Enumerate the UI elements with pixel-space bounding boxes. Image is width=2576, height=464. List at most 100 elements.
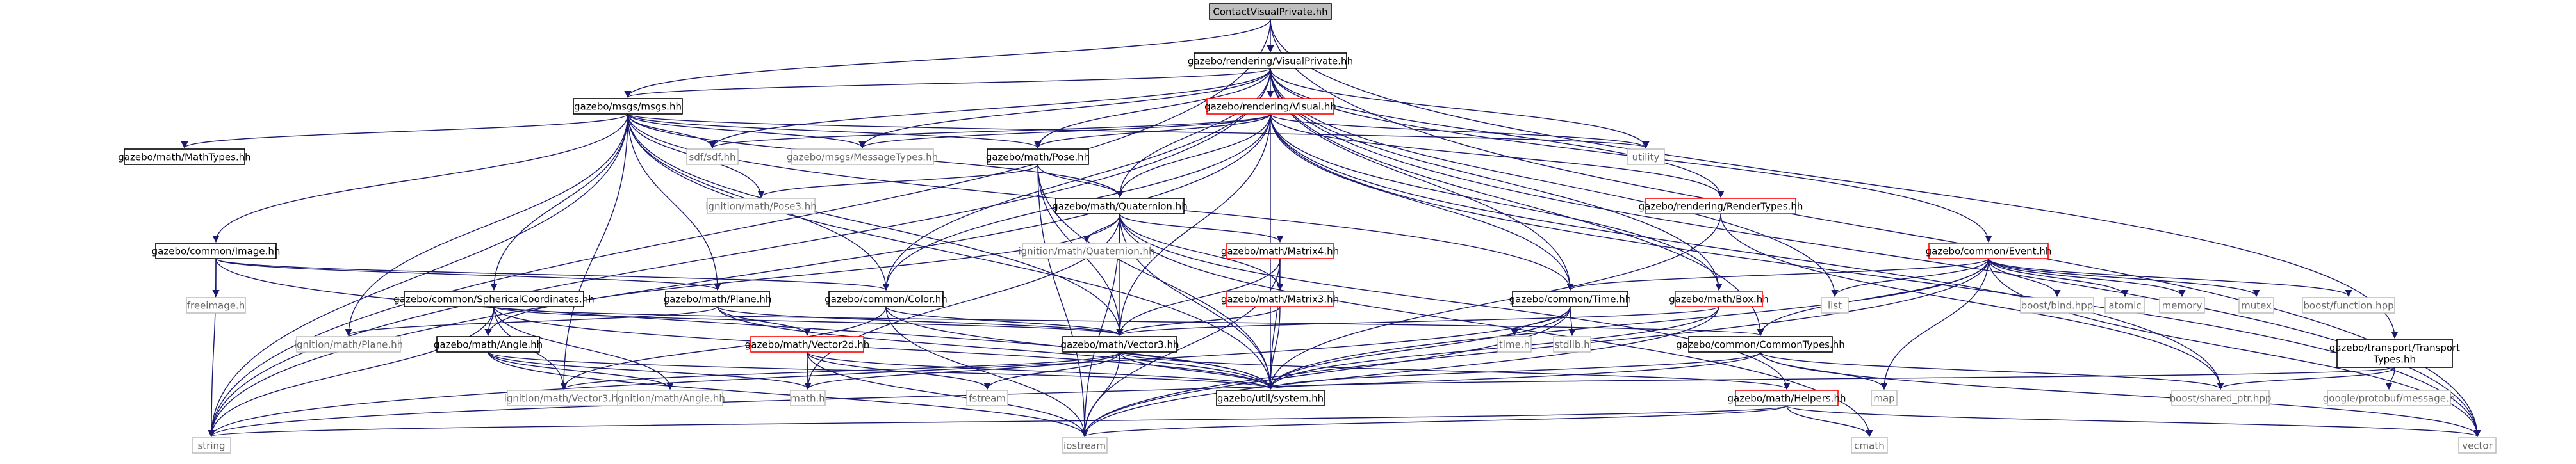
node-stdlib[interactable]: stdlib.h <box>1553 336 1591 353</box>
node-vector[interactable]: vector <box>2458 437 2497 454</box>
edge-vector3-to-fstream <box>983 351 1120 390</box>
node-label-memory: memory <box>2162 300 2203 312</box>
edge-visual-to-quaternion <box>1116 113 1271 198</box>
node-label-iostream: iostream <box>1063 440 1106 452</box>
edge-pose-to-ignpose3 <box>757 164 1038 198</box>
node-helpers[interactable]: gazebo/math/Helpers.hh <box>1727 390 1846 406</box>
node-label-mutex: mutex <box>2241 300 2272 312</box>
node-box-sdf <box>686 148 739 165</box>
node-box[interactable]: gazebo/math/Box.hh <box>1669 291 1769 307</box>
edge-commontypes-to-boostshared <box>1760 351 2224 390</box>
node-rendertypes[interactable]: gazebo/rendering/RenderTypes.hh <box>1639 198 1803 214</box>
node-utility[interactable]: utility <box>1627 148 1665 165</box>
node-msgs[interactable]: gazebo/msgs/msgs.hh <box>573 98 683 115</box>
node-image[interactable]: gazebo/common/Image.hh <box>152 243 281 259</box>
node-boostshared[interactable]: boost/shared_ptr.hpp <box>2170 390 2272 406</box>
node-box-mathtypes <box>124 148 245 165</box>
edge-visualprivate-to-pose <box>1034 68 1271 149</box>
node-plane[interactable]: gazebo/math/Plane.hh <box>664 291 772 307</box>
node-matrix3[interactable]: gazebo/math/Matrix3.hh <box>1221 291 1339 307</box>
node-event[interactable]: gazebo/common/Event.hh <box>1926 243 2052 259</box>
edge-angle-to-mathh <box>488 351 812 390</box>
node-mathh[interactable]: math.h <box>790 390 826 406</box>
edge-commontypes-to-vector <box>1760 351 2481 438</box>
node-ignvector3[interactable]: ignition/math/Vector3.hh <box>504 390 624 406</box>
node-color[interactable]: gazebo/common/Color.hh <box>824 291 948 307</box>
node-visual[interactable]: gazebo/rendering/Visual.hh <box>1204 98 1336 115</box>
edge-vector2d-to-system <box>807 351 1274 390</box>
node-box-pose <box>987 148 1089 165</box>
node-label-boostfunction: boost/function.hpp <box>2303 300 2393 312</box>
node-visualprivate[interactable]: gazebo/rendering/VisualPrivate.hh <box>1188 52 1353 69</box>
edge-image-to-system <box>215 258 1274 390</box>
edge-commontypes-to-map <box>1760 351 1888 390</box>
edge-color-to-ignvector3 <box>560 306 887 390</box>
node-spherical[interactable]: gazebo/common/SphericalCoordinates.hh <box>393 291 595 307</box>
node-box-cmath <box>1851 437 1888 454</box>
edge-transporttypes-to-protobuf <box>2385 367 2395 390</box>
edge-visualprivate-to-utility <box>1270 68 1650 149</box>
node-iostream[interactable]: iostream <box>1062 437 1108 454</box>
node-box-spherical <box>404 291 584 307</box>
node-boostfunction[interactable]: boost/function.hpp <box>2302 297 2395 314</box>
node-protobuf[interactable]: google/protobuf/message.h <box>2323 390 2456 406</box>
node-box-color <box>828 291 944 307</box>
node-system[interactable]: gazebo/util/system.hh <box>1216 390 1325 406</box>
node-box-fstream <box>966 390 1008 406</box>
edge-vector3-to-mathh <box>804 351 1120 390</box>
edge-box-to-vector3 <box>1116 306 1719 337</box>
node-mutex[interactable]: mutex <box>2238 297 2274 314</box>
node-freeimage[interactable]: freeimage.h <box>186 297 246 314</box>
node-cmath[interactable]: cmath <box>1851 437 1888 454</box>
node-atomic[interactable]: atomic <box>2104 297 2145 314</box>
edge-color-to-iostream <box>885 306 1088 438</box>
edge-visual-to-pose <box>1034 113 1271 149</box>
node-ignplane[interactable]: ignition/math/Plane.hh <box>294 336 403 353</box>
edges-layer <box>181 19 2481 438</box>
node-fstream[interactable]: fstream <box>966 390 1008 406</box>
node-string[interactable]: string <box>192 437 231 454</box>
edge-pose-to-system <box>1037 164 1274 390</box>
node-label-vector3: gazebo/math/Vector3.hh <box>1061 339 1179 351</box>
edge-angle-to-system <box>488 351 1274 390</box>
node-quaternion[interactable]: gazebo/math/Quaternion.hh <box>1052 198 1188 214</box>
node-sdf[interactable]: sdf/sdf.hh <box>686 148 739 165</box>
edge-image-to-string <box>208 258 217 438</box>
node-mathtypes[interactable]: gazebo/math/MathTypes.hh <box>118 148 251 165</box>
edge-msgs-to-spherical <box>490 113 628 291</box>
node-matrix4[interactable]: gazebo/math/Matrix4.hh <box>1221 243 1339 259</box>
edge-helpers-to-cmath <box>1786 405 1873 438</box>
node-map[interactable]: map <box>1871 390 1898 406</box>
node-label-plane: gazebo/math/Plane.hh <box>664 294 772 305</box>
node-ignpose3[interactable]: ignition/math/Pose3.hh <box>705 198 817 214</box>
edge-quaternion-to-matrix4 <box>1119 213 1284 243</box>
edge-commontypes-to-system <box>1267 351 1761 390</box>
node-list[interactable]: list <box>1821 297 1849 314</box>
node-label-commontypes: gazebo/common/CommonTypes.hh <box>1676 339 1845 351</box>
edge-helpers-to-string <box>208 405 1787 438</box>
node-commontypes[interactable]: gazebo/common/CommonTypes.hh <box>1676 336 1845 353</box>
node-ignangle[interactable]: ignition/math/Angle.hh <box>615 390 725 406</box>
node-ignquat[interactable]: ignition/math/Quaternion.hh <box>1018 243 1155 259</box>
node-box-matrix4 <box>1226 243 1334 259</box>
node-box-timeh <box>1497 336 1532 353</box>
edge-msgs-to-vector3 <box>627 113 1124 337</box>
edge-time-to-system <box>1267 306 1571 390</box>
node-pose[interactable]: gazebo/math/Pose.hh <box>986 148 1090 165</box>
edge-matrix3-to-system <box>1267 306 1281 390</box>
node-box-vector <box>2458 437 2497 454</box>
nodes-layer: ContactVisualPrivate.hh gazebo/rendering/… <box>118 3 2497 454</box>
node-memory[interactable]: memory <box>2159 297 2205 314</box>
node-time[interactable]: gazebo/common/Time.hh <box>1509 291 1631 307</box>
node-messagetypes[interactable]: gazebo/msgs/MessageTypes.hh <box>787 148 938 165</box>
node-vector3[interactable]: gazebo/math/Vector3.hh <box>1061 336 1179 353</box>
node-boostbind[interactable]: boost/bind.hpp <box>2020 297 2094 314</box>
node-angle[interactable]: gazebo/math/Angle.hh <box>434 336 543 353</box>
node-timeh[interactable]: time.h <box>1497 336 1532 353</box>
edge-image-to-color <box>215 258 890 291</box>
edge-visual-to-utility <box>1270 113 1650 149</box>
node-label-ignquat: ignition/math/Quaternion.hh <box>1018 246 1154 257</box>
node-root[interactable]: ContactVisualPrivate.hh <box>1209 3 1332 20</box>
node-vector2d[interactable]: gazebo/math/Vector2d.hh <box>745 336 869 353</box>
